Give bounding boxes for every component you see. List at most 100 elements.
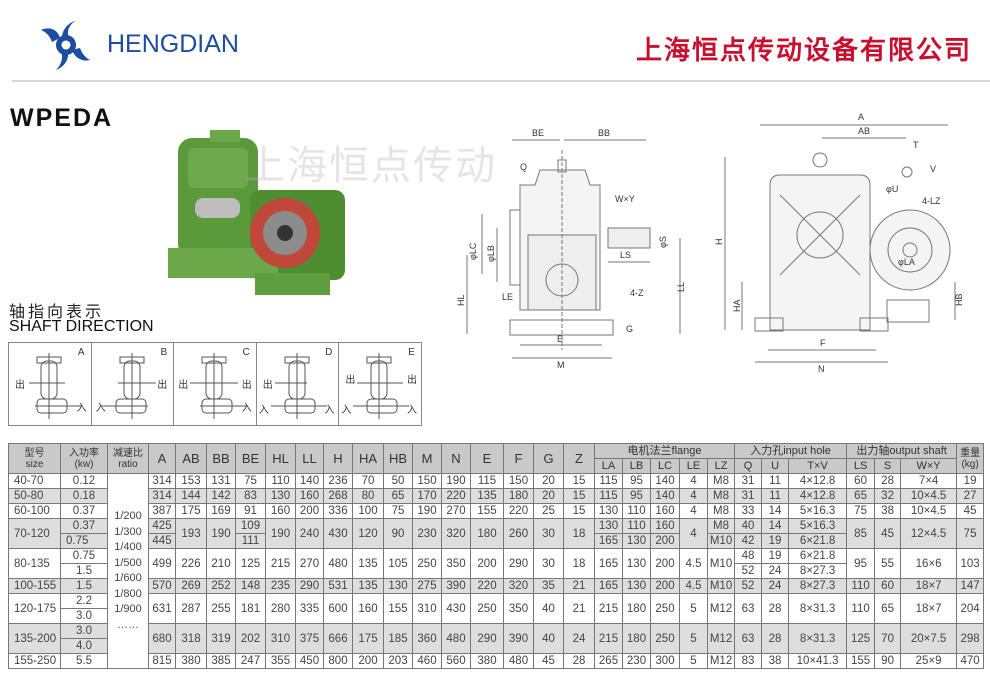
table-cell: 666 bbox=[323, 623, 353, 654]
table-cell: M10 bbox=[706, 533, 736, 549]
table-cell: 10×41.3 bbox=[788, 653, 848, 669]
model-title: WPEDA bbox=[10, 104, 114, 132]
table-cell: 110 bbox=[622, 503, 651, 519]
table-cell: 91 bbox=[235, 503, 266, 519]
table-cell: 190 bbox=[265, 518, 296, 549]
table-cell: 3.0 bbox=[60, 608, 108, 624]
output-label: 出 bbox=[178, 380, 189, 391]
ratio-value: 1/300 bbox=[114, 525, 142, 538]
hengdian-logo-icon bbox=[41, 21, 90, 70]
shaft-direction-options: A 出 入 B 出 入 C 出 出 入 D 出 入 入 E 出 出 入 入 bbox=[8, 342, 422, 426]
input-label: 入 bbox=[95, 403, 106, 414]
table-cell: 24 bbox=[761, 578, 790, 594]
table-cell: 230 bbox=[622, 653, 651, 669]
dim-m: M bbox=[557, 360, 565, 370]
table-cell: 35 bbox=[533, 578, 564, 594]
table-cell: 680 bbox=[148, 623, 176, 654]
table-cell: 160 bbox=[295, 488, 324, 504]
header-power-cn: 入功率 bbox=[69, 447, 99, 459]
table-cell: 50-80 bbox=[8, 488, 61, 504]
input-label: 入 bbox=[76, 403, 87, 414]
table-cell: 360 bbox=[412, 623, 442, 654]
gearbox-sketch-icon bbox=[353, 353, 410, 419]
table-cell: 95 bbox=[622, 473, 651, 489]
table-cell: M8 bbox=[706, 503, 736, 519]
header-ab: AB bbox=[175, 443, 207, 474]
table-cell: 203 bbox=[383, 653, 413, 669]
table-cell: 155-250 bbox=[8, 653, 61, 669]
table-cell: 480 bbox=[503, 653, 534, 669]
table-cell: 32 bbox=[874, 488, 902, 504]
table-cell: 226 bbox=[175, 548, 207, 579]
output-label: 出 bbox=[15, 380, 25, 391]
table-cell: 190 bbox=[412, 503, 442, 519]
dim-f: F bbox=[820, 338, 826, 348]
table-cell: 2.2 bbox=[60, 593, 108, 609]
shaft-direction-a: A 出 入 bbox=[9, 343, 92, 425]
table-cell: 28 bbox=[563, 653, 595, 669]
table-cell: 499 bbox=[148, 548, 176, 579]
table-cell: 200 bbox=[295, 503, 324, 519]
table-cell: 280 bbox=[265, 593, 296, 624]
header-f: F bbox=[503, 443, 534, 474]
table-cell: 19 bbox=[761, 548, 790, 564]
shaft-direction-d: D 出 入 入 bbox=[257, 343, 340, 425]
ratio-value: 1/200 bbox=[114, 510, 142, 522]
ratio-value: 1/800 bbox=[114, 587, 142, 600]
dim-ll: LL bbox=[676, 282, 686, 292]
table-cell: 169 bbox=[206, 503, 236, 519]
table-cell: 25 bbox=[533, 503, 564, 519]
table-cell: 63 bbox=[734, 623, 763, 654]
table-cell: 155 bbox=[383, 593, 413, 624]
table-cell: 130 bbox=[383, 578, 413, 594]
table-cell: 600 bbox=[323, 593, 353, 624]
table-cell: 180 bbox=[503, 488, 534, 504]
table-cell: 4×12.8 bbox=[788, 488, 848, 504]
table-cell: 7×4 bbox=[900, 473, 958, 489]
table-cell: 815 bbox=[148, 653, 176, 669]
table-cell: 80-135 bbox=[8, 548, 61, 579]
table-cell: 52 bbox=[734, 578, 763, 594]
table-cell: 100 bbox=[352, 503, 384, 519]
brand-name: HENGDIAN bbox=[107, 30, 239, 58]
table-cell: 200 bbox=[650, 578, 680, 594]
table-cell: 38 bbox=[874, 503, 902, 519]
table-cell: 83 bbox=[734, 653, 763, 669]
table-cell: 14 bbox=[761, 503, 790, 519]
table-cell: 144 bbox=[175, 488, 207, 504]
dim-lc: φLC bbox=[468, 242, 478, 260]
table-cell: 50 bbox=[383, 473, 413, 489]
table-cell: 110 bbox=[622, 518, 651, 534]
header-e: E bbox=[470, 443, 504, 474]
table-cell: 148 bbox=[235, 578, 266, 594]
table-cell: 135 bbox=[470, 488, 504, 504]
table-cell: 160 bbox=[265, 503, 296, 519]
table-cell: 15 bbox=[563, 503, 595, 519]
table-cell: 8×31.3 bbox=[788, 623, 848, 654]
dim-e: E bbox=[557, 334, 563, 344]
table-cell: 1.5 bbox=[60, 563, 108, 579]
table-cell: 75 bbox=[383, 503, 413, 519]
table-cell: 350 bbox=[503, 593, 534, 624]
table-cell: 19 bbox=[956, 473, 985, 489]
table-cell: 200 bbox=[650, 533, 680, 549]
table-cell: M12 bbox=[706, 623, 736, 654]
dim-4lz: 4-LZ bbox=[922, 196, 941, 206]
output-label: 出 bbox=[241, 380, 252, 391]
table-cell: 42 bbox=[734, 533, 763, 549]
table-cell: 52 bbox=[734, 563, 763, 579]
dim-q: Q bbox=[520, 162, 527, 172]
table-cell: 5 bbox=[679, 653, 708, 669]
table-cell: 109 bbox=[235, 518, 266, 534]
header-h: H bbox=[323, 443, 353, 474]
table-cell: 21 bbox=[563, 593, 595, 624]
table-cell: 130 bbox=[622, 548, 651, 579]
table-cell: 215 bbox=[594, 593, 623, 624]
table-cell: 140 bbox=[650, 488, 680, 504]
